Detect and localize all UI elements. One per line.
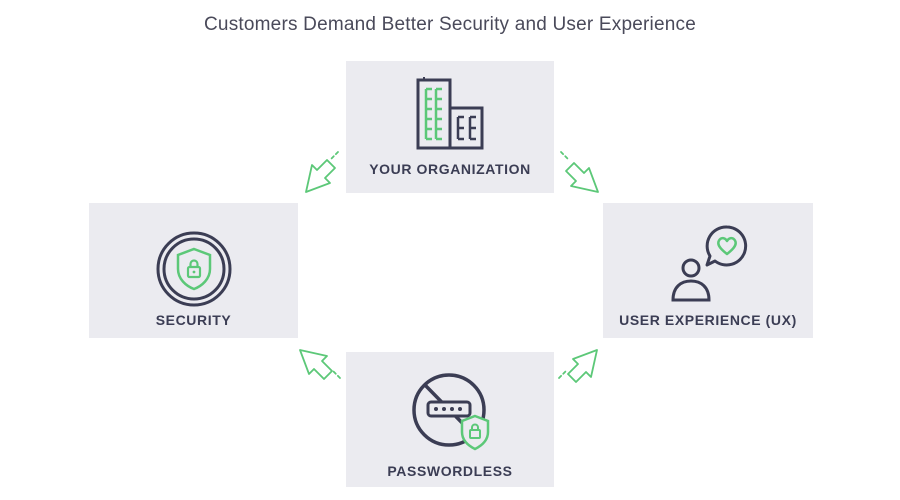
shield-lock-icon [156,231,232,307]
arrow-passwordless-to-security [299,349,341,380]
organization-label: YOUR ORGANIZATION [369,161,531,177]
ux-box: USER EXPERIENCE (UX) [603,203,813,338]
security-label: SECURITY [155,312,232,328]
passwordless-label: PASSWORDLESS [387,463,513,479]
organization-box: YOUR ORGANIZATION [346,61,554,193]
no-password-icon [412,373,490,451]
user-heart-speech-icon [671,225,748,302]
ux-label: USER EXPERIENCE (UX) [619,312,797,328]
arrow-passwordless-to-ux [558,349,598,383]
security-box: SECURITY [89,203,298,338]
diagram-title: Customers Demand Better Security and Use… [204,14,696,35]
passwordless-box: PASSWORDLESS [346,352,554,487]
building-icon [416,77,484,150]
arrow-org-to-security [305,151,339,193]
arrow-org-to-ux [560,151,599,193]
